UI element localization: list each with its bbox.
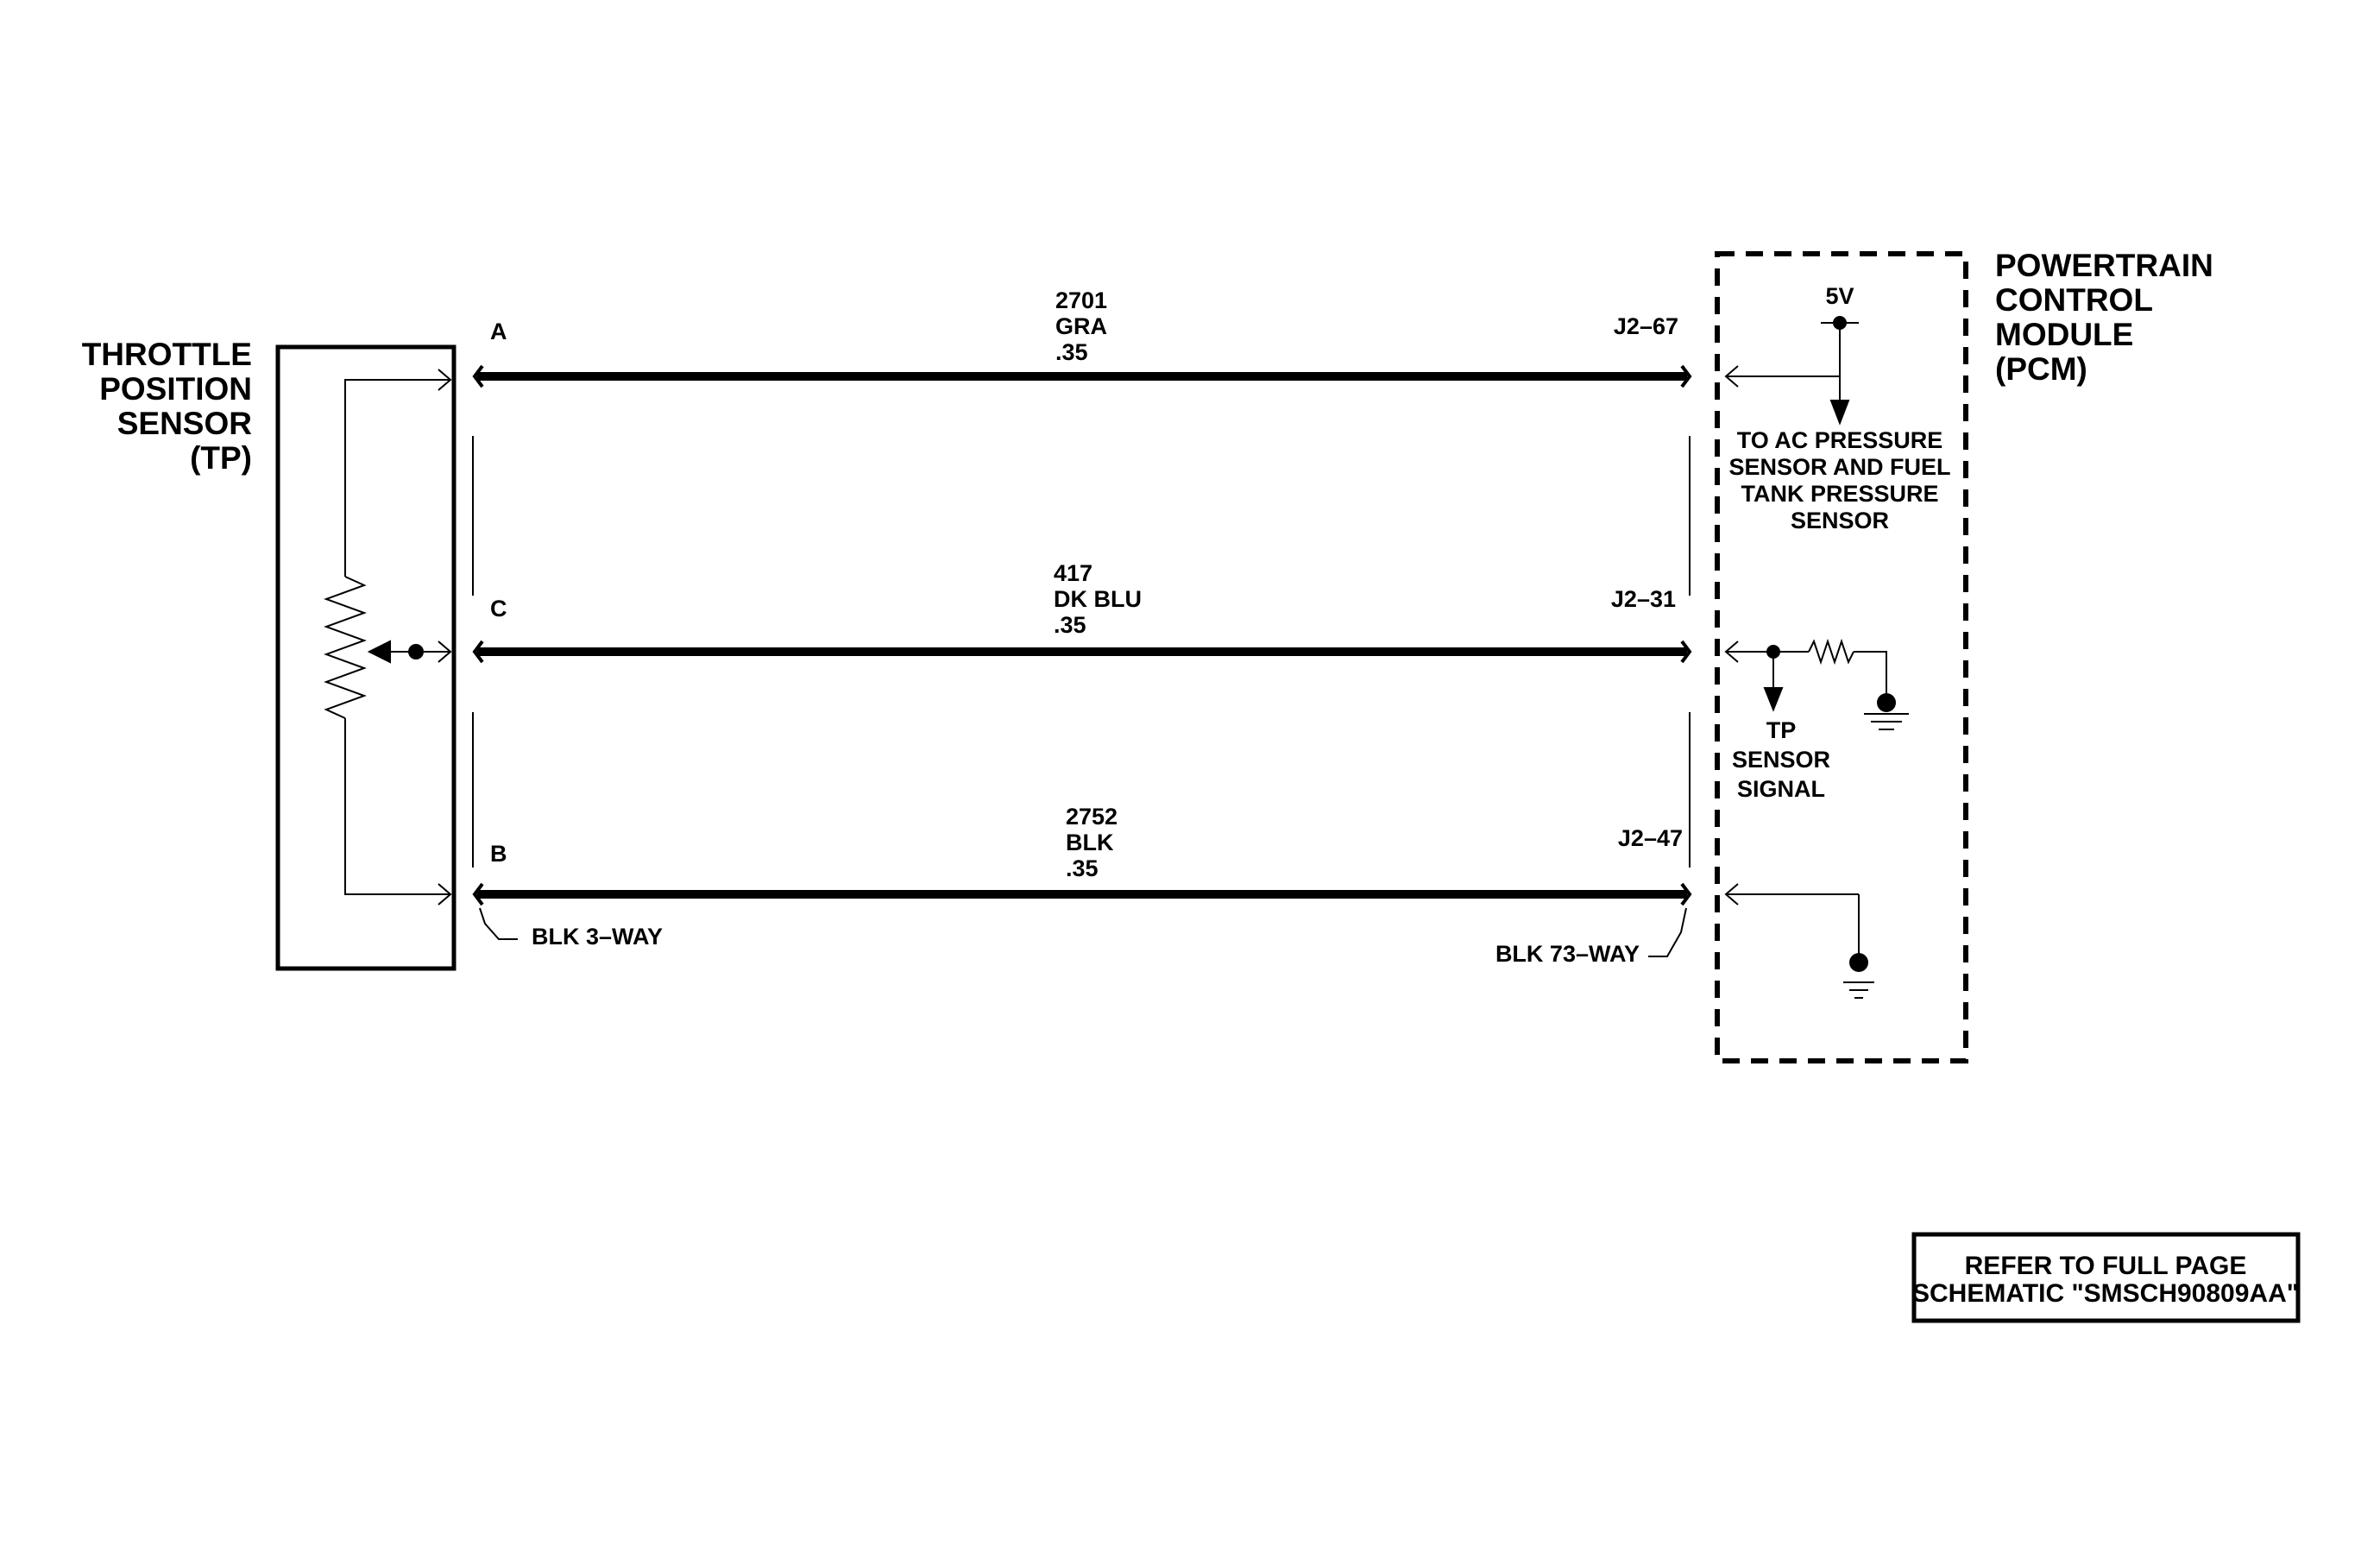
to-sensors-line-4: SENSOR	[1791, 508, 1889, 533]
wire-circuit-2701: A 2701 GRA .35 J2–67	[472, 287, 1692, 388]
pcm-ground-circuit	[1724, 883, 1874, 999]
to-sensors-line-2: SENSOR AND FUEL	[1728, 454, 1950, 480]
sensor-pin-a: A	[490, 319, 507, 344]
pcm-connector-bracket	[1648, 436, 1691, 957]
wire-gauge-b: .35	[1066, 855, 1099, 881]
sensor-connector-label: BLK 3–WAY	[532, 924, 663, 950]
wire-color-blk: BLK	[1066, 830, 1114, 855]
circuit-number-2752: 2752	[1066, 804, 1118, 830]
potentiometer	[324, 369, 452, 906]
sensor-title-line-4: (TP)	[190, 440, 252, 476]
sensor-title-line-3: SENSOR	[117, 406, 252, 441]
to-sensors-line-1: TO AC PRESSURE	[1737, 427, 1943, 453]
sensor-title-line-2: POSITION	[99, 371, 252, 407]
pcm-connector-label: BLK 73–WAY	[1495, 941, 1640, 967]
wiper-arrow-icon	[367, 640, 391, 664]
wire-gauge-a: .35	[1055, 339, 1088, 365]
sensor-title-line-1: THROTTLE	[82, 337, 252, 372]
reference-line-2: SCHEMATIC "SMSCH90809AA"	[1912, 1279, 2299, 1308]
pcm-title-line-1: POWERTRAIN	[1995, 248, 2213, 283]
reference-note: REFER TO FULL PAGE SCHEMATIC "SMSCH90809…	[1911, 1232, 2301, 1323]
pcm-title-line-3: MODULE	[1995, 317, 2133, 352]
signal-ground-dot	[1877, 693, 1896, 712]
throttle-position-sensor: THROTTLE POSITION SENSOR (TP)	[82, 337, 456, 971]
wire-color-gra: GRA	[1055, 313, 1107, 339]
circuit-number-417: 417	[1054, 560, 1092, 586]
pcm-title-line-2: CONTROL	[1995, 282, 2153, 318]
sensor-pin-b: B	[490, 841, 507, 867]
wire-harness: A 2701 GRA .35 J2–67 C 417 DK BLU .35 J2…	[472, 287, 1692, 967]
pcm-pin-j2-67: J2–67	[1614, 313, 1678, 339]
pcm-pin-j2-47: J2–47	[1618, 825, 1683, 851]
pcm-title-line-4: (PCM)	[1995, 351, 2087, 387]
signal-label-line-1: TP	[1766, 717, 1797, 743]
signal-label-line-3: SIGNAL	[1737, 776, 1825, 802]
wire-gauge-c: .35	[1054, 612, 1086, 638]
to-sensors-line-3: TANK PRESSURE	[1741, 481, 1938, 507]
signal-arrow-icon	[1763, 687, 1784, 712]
powertrain-control-module: POWERTRAIN CONTROL MODULE (PCM) 5V TO AC…	[1715, 248, 2213, 1063]
sensor-pin-c: C	[490, 596, 507, 622]
wire-color-dk-blu: DK BLU	[1054, 586, 1142, 612]
wire-circuit-417: C 417 DK BLU .35 J2–31	[472, 560, 1692, 664]
wire-circuit-2752: B 2752 BLK .35 J2–47	[472, 804, 1692, 906]
reference-line-1: REFER TO FULL PAGE	[1965, 1252, 2247, 1280]
pcm-pin-j2-31: J2–31	[1611, 586, 1676, 612]
supply-voltage-label: 5V	[1825, 283, 1854, 309]
signal-label-line-2: SENSOR	[1732, 747, 1830, 773]
ground-dot	[1849, 953, 1868, 972]
pcm-tp-signal-circuit	[1724, 638, 1909, 730]
pcm-dashed-boundary	[1715, 251, 1968, 1063]
circuit-number-2701: 2701	[1055, 287, 1107, 313]
wiper-junction-dot	[408, 644, 424, 659]
pcm-5v-reference-circuit	[1724, 316, 1859, 426]
sensor-connector-bracket	[472, 436, 518, 940]
sensor-housing	[275, 344, 456, 971]
reference-note-border	[1911, 1232, 2301, 1323]
supply-arrow-icon	[1829, 400, 1850, 426]
